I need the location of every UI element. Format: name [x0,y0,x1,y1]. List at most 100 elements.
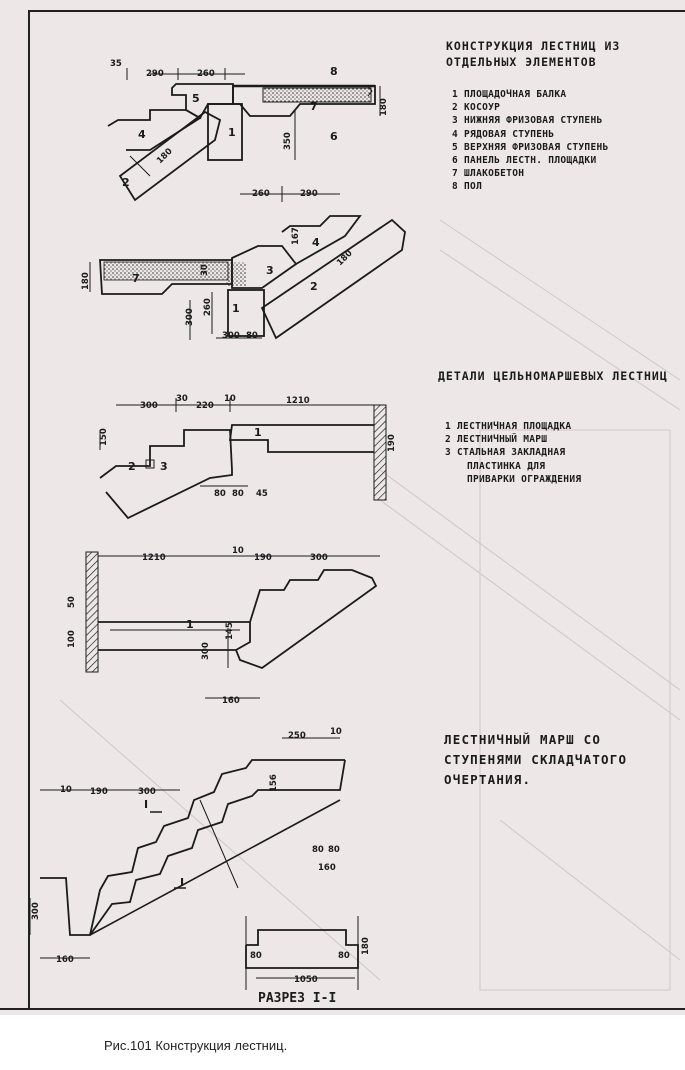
dim3-150: 150 [99,428,109,446]
dim5-80b: 80 [328,845,340,855]
ghost-background [59,219,681,991]
folded-flight [40,759,345,936]
section3-title-line: ЛЕСТНИЧНЫЙ МАРШ СО [444,732,602,747]
dim5-10b: 10 [60,785,72,795]
legend2-item: 1 ЛЕСТНИЧНАЯ ПЛОЩАДКА [445,421,572,432]
dim2-30: 30 [200,264,210,276]
drawing-5 [29,737,359,990]
part-6: 6 [330,130,338,143]
dim3-80b: 80 [232,489,244,499]
legend1-item: 8 ПОЛ [452,181,483,193]
dim5-80c: 80 [250,951,262,961]
dim2-167: 167 [291,227,301,245]
legend1-item: 6 ПАНЕЛЬ ЛЕСТН. ПЛОЩАДКИ [452,155,597,167]
frame-top [28,10,685,12]
beam-fill [226,262,246,286]
dim4-10: 10 [232,546,244,556]
dim3-220: 220 [196,401,214,411]
legend1-item: 3 НИЖНЯЯ ФРИЗОВАЯ СТУПЕНЬ [452,115,603,127]
section3-title-line: ОЧЕРТАНИЯ. [444,772,532,787]
embedded-plate-3 [145,459,155,469]
dim4-190: 190 [254,553,272,563]
legend1-item: 5 ВЕРХНЯЯ ФРИЗОВАЯ СТУПЕНЬ [452,141,609,153]
landing-4 [98,621,251,651]
part3-3: 3 [160,460,168,473]
flight-4 [235,569,378,670]
dim2-180b: 180 [335,248,355,268]
dim5-250: 250 [288,731,306,741]
drawing-4 [85,551,380,699]
dim4-50: 50 [67,596,77,608]
part-4: 4 [138,128,146,141]
drawings-svg: 35 290 260 180 350 180 8 5 7 1 6 4 2 [29,59,681,1006]
wall-3 [373,404,387,501]
drawing-sheet: 35 290 260 180 350 180 8 5 7 1 6 4 2 [0,0,685,1015]
drawing-2 [89,186,406,340]
stringer-2 [118,110,222,202]
section-label: РАЗРЕЗ I-I [258,991,336,1006]
dim4-145: 145 [225,622,235,640]
dim5-10: 10 [330,727,342,737]
landing-1 [228,424,374,453]
part2-4: 4 [312,236,320,249]
part3-1: 1 [254,426,262,439]
dim3-1210: 1210 [286,396,310,406]
dim5-180: 180 [361,937,371,955]
dim5-80: 80 [312,845,324,855]
drawing-1-labels: 35 290 260 180 350 180 8 5 7 1 6 4 2 [110,59,389,189]
dim5-190: 190 [90,787,108,797]
frame-bottom [0,1008,685,1010]
dim2-300b: 300 [222,331,240,341]
part-1: 1 [228,126,236,139]
row-step-4 [107,109,202,151]
upper-frieze-step-5 [171,83,234,120]
drawing-4-labels: 1210 10 190 300 50 100 145 300 160 1 [67,546,328,706]
folded-flight-under [89,759,346,936]
legend1-item: 7 ШЛАКОБЕТОН [452,168,525,180]
part2-1: 1 [232,302,240,315]
dim5-160b: 160 [56,955,74,965]
dim-290: 290 [146,69,164,79]
dim-180: 180 [155,146,175,166]
dim4-1210: 1210 [142,553,166,563]
drawing-3 [99,398,387,520]
row-step-4b [281,215,362,265]
section2-title: ДЕТАЛИ ЦЕЛЬНОМАРШЕВЫХ ЛЕСТНИЦ [438,369,668,383]
legend2-item: ПЛАСТИНКА ДЛЯ [467,460,546,472]
part2-3: 3 [266,264,274,277]
legend2-item: 2 ЛЕСТНИЧНЫЙ МАРШ [445,434,548,446]
dim-350: 350 [283,132,293,150]
dim2-260: 260 [252,189,270,199]
drawing-3-labels: 300 30 220 10 1210 150 190 80 80 45 1 2 … [99,394,397,499]
dim-260: 260 [197,69,215,79]
drawing-2-labels: 260 290 167 180 180 30 300 260 300 80 7 … [81,189,355,341]
dim4-300: 300 [310,553,328,563]
section3-title-line: СТУПЕНЯМИ СКЛАДЧАТОГО [444,752,628,767]
dim-35: 35 [110,59,122,69]
dim3-80: 80 [214,489,226,499]
flight-2 [99,429,233,520]
dim3-300: 300 [140,401,158,411]
wall-4 [85,551,99,673]
section3-title: ЛЕСТНИЧНЫЙ МАРШ СО СТУПЕНЯМИ СКЛАДЧАТОГО… [444,730,627,790]
dim3-45: 45 [256,489,268,499]
dim2-300: 300 [185,308,195,326]
dim3-10: 10 [224,394,236,404]
dim4-160: 160 [222,696,240,706]
dim2-260b: 260 [203,298,213,316]
part-8: 8 [330,65,338,78]
part2-7: 7 [132,272,140,285]
part-5: 5 [192,92,200,105]
dim5-160: 160 [318,863,336,873]
slag-concrete-7 [262,87,372,103]
part-7: 7 [310,100,318,113]
section-I-I [245,929,359,969]
legend1-item: 1 ПЛОЩАДОЧНАЯ БАЛКА [452,89,567,100]
section1-title: КОНСТРУКЦИЯ ЛЕСТНИЦ ИЗ ОТДЕЛЬНЫХ ЭЛЕМЕНТ… [446,39,621,69]
dim3-190: 190 [387,434,397,452]
cut-mark-bottom: I [180,876,184,889]
part3-2: 2 [128,460,136,473]
dim5-300: 300 [138,787,156,797]
part4-1: 1 [186,618,194,631]
legend2-item: 3 СТАЛЬНАЯ ЗАКЛАДНАЯ [445,447,566,459]
